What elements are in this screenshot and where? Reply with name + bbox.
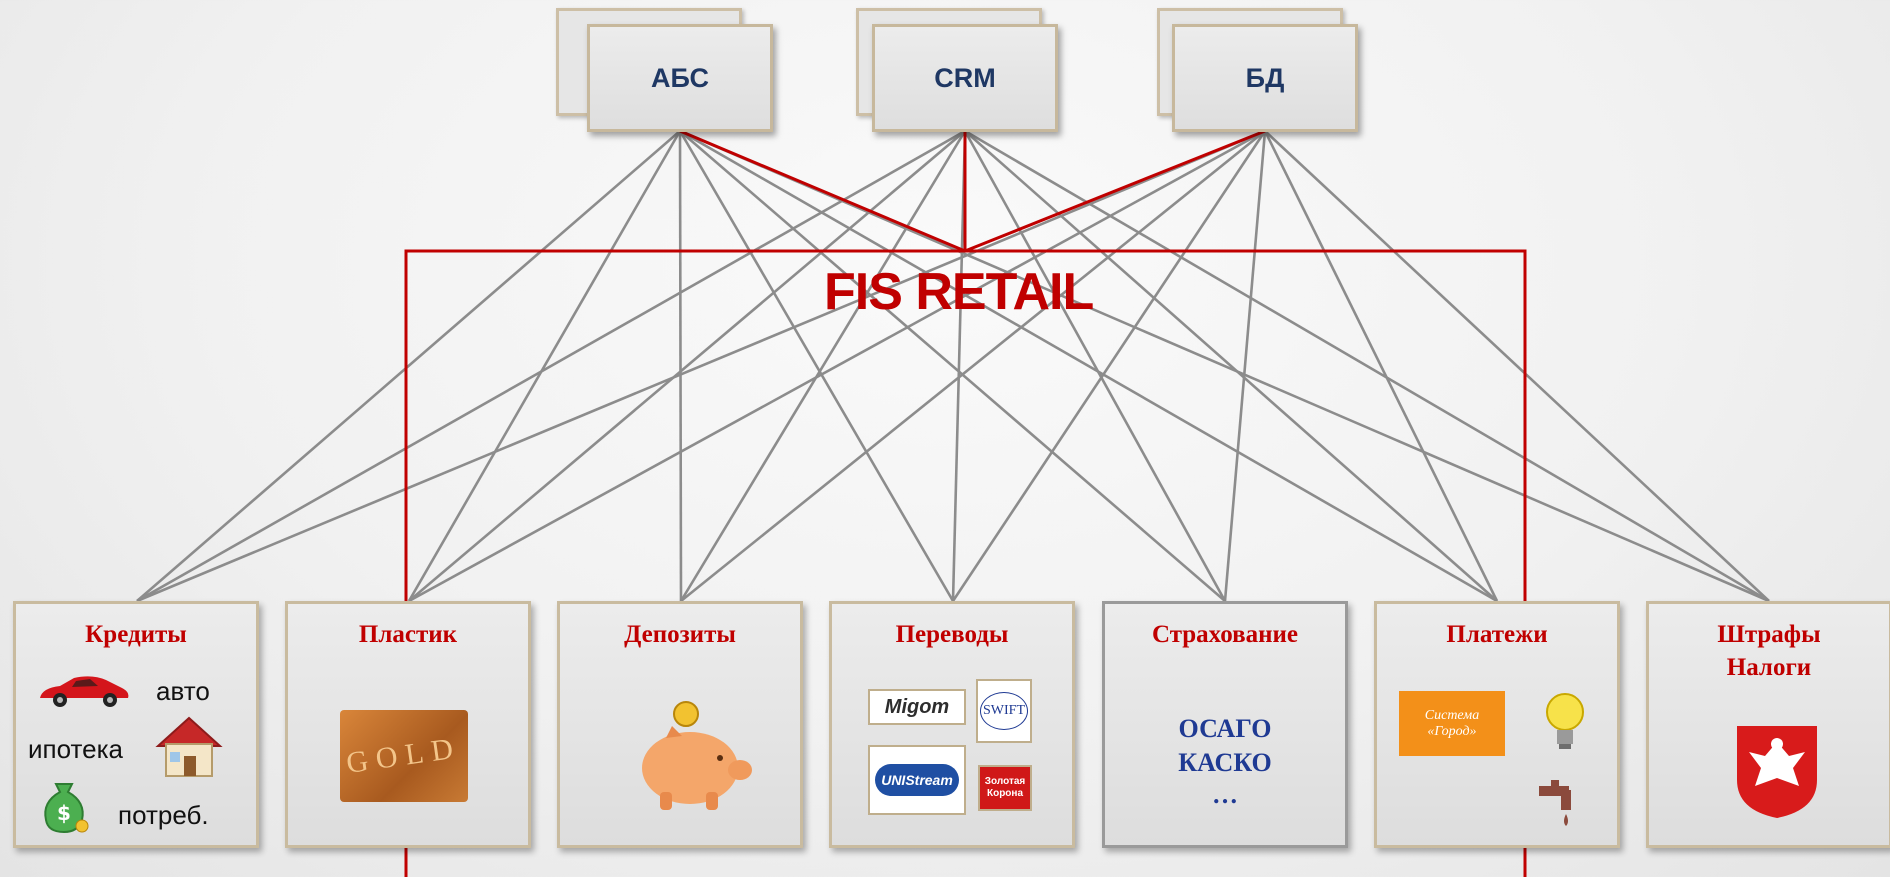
connector-БД-product-5 (1223, 130, 1267, 602)
fis-retail-title: FIS RETAIL (824, 263, 1094, 321)
insurance-more: … (1212, 780, 1238, 809)
unistream-logo: UNIStream (868, 745, 966, 815)
connector-CRM-product-2 (408, 130, 966, 602)
product-insurance-title: Страхование (1151, 621, 1299, 648)
product-payments[interactable]: Платежи Система «Город» (1374, 601, 1620, 848)
system-abs[interactable]: АБС (587, 24, 773, 132)
connector-АБС-product-5 (679, 130, 1226, 602)
product-deposits[interactable]: Депозиты (557, 601, 803, 848)
product-fines-taxes[interactable]: Штрафы Налоги (1646, 601, 1890, 848)
zolotaya-korona-logo-text: Золотая Корона (984, 776, 1026, 799)
connector-CRM-product-3 (679, 130, 967, 602)
connector-АБС-product-1 (136, 130, 681, 602)
product-insurance[interactable]: Страхование ОСАГО КАСКО … (1102, 601, 1348, 848)
connector-БД-product-3 (680, 129, 1266, 603)
system-crm[interactable]: CRM (872, 24, 1058, 132)
sistema-gorod-logo-text: Система «Город» (1424, 707, 1480, 739)
product-fines-taxes-title: Штрафы Налоги (1649, 618, 1889, 684)
piggy-bank-icon (642, 701, 752, 810)
connector-АБС-product-3 (678, 130, 683, 602)
connector-АБС-product-6 (679, 129, 1498, 603)
insurance-kasko: КАСКО (1178, 748, 1272, 777)
connector-БД-product-2 (408, 129, 1266, 603)
migom-logo: Migom (868, 689, 966, 725)
water-tap-icon (1539, 780, 1571, 826)
svg-text:$: $ (57, 801, 71, 825)
sistema-gorod-logo: Система «Город» (1399, 691, 1505, 756)
connector-БД-product-4 (951, 130, 1267, 602)
connector-CRM-product-6 (964, 130, 1498, 602)
product-transfers-title: Переводы (895, 621, 1009, 648)
gold-card-text: GOLD (344, 731, 464, 780)
connector-БД-product-6 (1263, 130, 1499, 602)
product-plastic[interactable]: Пластик GOLD (285, 601, 531, 848)
light-bulb-icon (1546, 693, 1584, 749)
fis-retail-boundary (404, 249, 1527, 877)
platform-link-БД (964, 129, 1266, 253)
connector-БД-product-1 (136, 129, 1266, 603)
system-db[interactable]: БД (1172, 24, 1358, 132)
coat-of-arms-icon (1737, 726, 1817, 818)
house-icon (155, 716, 223, 777)
connector-CRM-product-4 (951, 130, 967, 602)
connector-CRM-product-1 (136, 129, 966, 603)
system-db-label: БД (1245, 62, 1285, 93)
zolotaya-korona-logo: Золотая Корона (978, 765, 1032, 811)
insurance-osago: ОСАГО (1178, 714, 1272, 743)
product-credits-title: Кредиты (85, 621, 187, 648)
product-transfers[interactable]: Переводы Migom SWIFT UNIStream Золотая К… (829, 601, 1075, 848)
connector-АБС-product-2 (407, 130, 682, 602)
money-bag-icon: $ (44, 783, 89, 834)
connector-АБС-product-7 (679, 129, 1770, 603)
connector-АБС-product-4 (678, 130, 955, 602)
car-icon (40, 676, 129, 707)
product-plastic-title: Пластик (358, 621, 458, 648)
platform-link-АБС (679, 129, 966, 253)
connector-БД-product-7 (1264, 130, 1770, 602)
system-crm-label: CRM (934, 62, 996, 93)
product-credits[interactable]: Кредиты авто ипотека $ потреб. (13, 601, 259, 848)
swift-logo-text: SWIFT (980, 692, 1028, 730)
swift-logo: SWIFT (976, 679, 1032, 743)
product-fines-title-line: Штрафы (1717, 621, 1821, 648)
gold-card-icon: GOLD (340, 710, 468, 802)
product-deposits-title: Депозиты (624, 621, 736, 648)
migom-logo-text: Migom (884, 695, 950, 718)
credit-type-mortgage: ипотека (28, 734, 123, 764)
connector-CRM-product-7 (964, 129, 1770, 603)
product-taxes-title-line: Налоги (1726, 654, 1812, 681)
connector-CRM-product-5 (963, 130, 1227, 602)
credit-type-consumer: потреб. (118, 800, 209, 830)
credit-type-auto: авто (156, 676, 210, 706)
system-abs-label: АБС (650, 62, 710, 93)
product-payments-title: Платежи (1446, 621, 1548, 648)
unistream-logo-text: UNIStream (875, 764, 959, 796)
